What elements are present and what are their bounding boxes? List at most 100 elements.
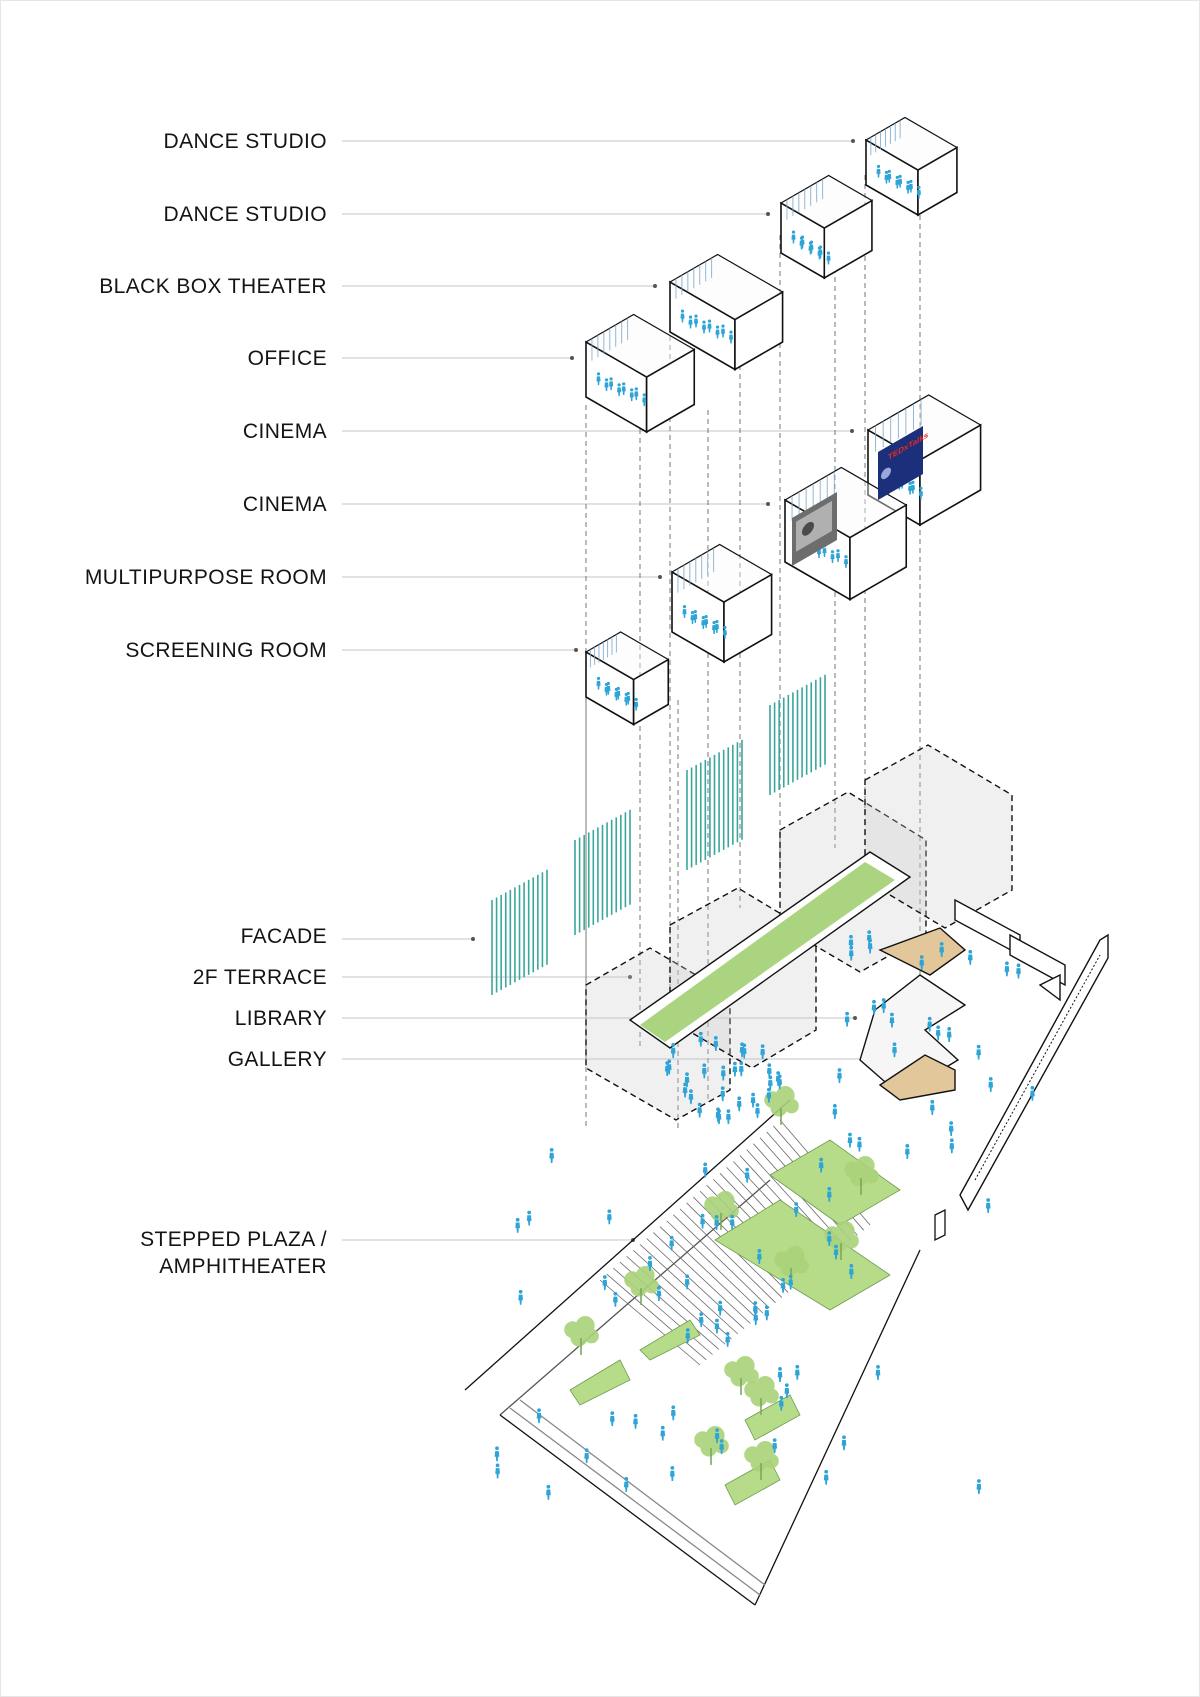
label-office: OFFICE bbox=[247, 347, 327, 370]
person-figure bbox=[526, 1210, 532, 1226]
person-figure bbox=[702, 1162, 708, 1178]
label-cinema-lower: CINEMA bbox=[242, 493, 327, 516]
room-dance-studio-top bbox=[864, 116, 959, 217]
label-cinema-upper: CINEMA bbox=[242, 420, 327, 443]
person-figure bbox=[518, 1289, 523, 1305]
person-figure bbox=[946, 1026, 952, 1042]
tree-icon bbox=[563, 1315, 600, 1356]
cinema-screen-upper: TEDxTalks bbox=[878, 426, 928, 500]
person-figure bbox=[623, 1476, 629, 1492]
label-facade: FACADE bbox=[240, 925, 327, 948]
person-figure bbox=[656, 1285, 662, 1301]
person-figure bbox=[720, 1086, 726, 1102]
room-dance-studio-second bbox=[779, 174, 874, 280]
person-figure bbox=[602, 1275, 608, 1291]
person-figure bbox=[967, 949, 973, 965]
stepped-plaza bbox=[464, 1099, 946, 1606]
person-figure bbox=[948, 1121, 954, 1137]
person-figure bbox=[546, 1484, 551, 1500]
terrace-2f bbox=[628, 851, 912, 1049]
person-figure bbox=[935, 1025, 941, 1041]
person-figure bbox=[985, 1198, 991, 1214]
room-volumes bbox=[584, 116, 982, 726]
gallery-walls bbox=[859, 898, 1066, 1101]
person-figure bbox=[698, 1312, 704, 1328]
room-screening bbox=[584, 631, 670, 726]
person-figure bbox=[777, 1367, 783, 1383]
person-figure bbox=[949, 1138, 955, 1154]
label-2f-terrace: 2F TERRACE bbox=[192, 966, 327, 989]
person-figure bbox=[857, 1136, 862, 1152]
person-figure bbox=[844, 1011, 850, 1027]
label-stepped-plaza-line2: AMPHITHEATER bbox=[159, 1255, 327, 1278]
person-figure bbox=[752, 1301, 758, 1317]
label-dance-studio-top: DANCE STUDIO bbox=[163, 130, 327, 153]
person-figure bbox=[738, 1061, 744, 1077]
person-figure bbox=[607, 1209, 612, 1225]
person-figure bbox=[732, 1061, 738, 1077]
person-figure bbox=[714, 1318, 720, 1334]
person-figure bbox=[729, 1214, 735, 1230]
tree-icon bbox=[623, 1265, 660, 1306]
person-figure bbox=[1016, 963, 1021, 979]
cinema-screen-lower bbox=[792, 492, 837, 566]
tree-icon bbox=[693, 1425, 730, 1466]
person-figure bbox=[536, 1408, 542, 1424]
person-figure bbox=[988, 1077, 994, 1093]
person-figure bbox=[841, 1435, 847, 1451]
person-figure bbox=[1004, 961, 1010, 977]
person-figure bbox=[750, 1092, 756, 1108]
person-figure bbox=[717, 1300, 723, 1316]
person-figure bbox=[515, 1217, 521, 1233]
person-figure bbox=[780, 1277, 786, 1293]
person-figure bbox=[927, 1016, 933, 1032]
person-figure bbox=[976, 1044, 981, 1060]
person-figure bbox=[495, 1463, 500, 1479]
person-figure bbox=[684, 1274, 690, 1290]
person-figure bbox=[764, 1305, 770, 1321]
person-figure bbox=[875, 1365, 881, 1381]
person-figure bbox=[929, 1099, 935, 1115]
person-figure bbox=[755, 1103, 760, 1119]
person-figure bbox=[832, 1103, 838, 1119]
person-figure bbox=[847, 1132, 853, 1148]
person-figure bbox=[794, 1364, 800, 1380]
person-figure bbox=[660, 1425, 666, 1441]
label-black-box-theater: BLACK BOX THEATER bbox=[99, 275, 327, 298]
label-library: LIBRARY bbox=[234, 1007, 327, 1030]
person-figure bbox=[725, 1331, 730, 1347]
person-figure bbox=[976, 1479, 982, 1495]
person-figure bbox=[613, 1291, 618, 1307]
person-figure bbox=[823, 1469, 829, 1485]
person-figure bbox=[670, 1466, 675, 1482]
person-figure bbox=[670, 1405, 676, 1421]
person-figure bbox=[633, 1413, 638, 1429]
building-edge-right bbox=[959, 933, 1109, 1212]
person-figure bbox=[609, 1411, 615, 1427]
person-figure bbox=[736, 1096, 742, 1112]
facade-fins bbox=[491, 674, 826, 995]
person-figure bbox=[549, 1148, 555, 1164]
person-figure bbox=[744, 1167, 750, 1183]
person-figure bbox=[726, 1109, 731, 1125]
leader-lines bbox=[342, 140, 873, 1241]
room-multipurpose bbox=[670, 543, 773, 664]
label-multipurpose-room: MULTIPURPOSE ROOM bbox=[84, 566, 327, 589]
person-figure bbox=[753, 1310, 759, 1326]
label-screening-room: SCREENING ROOM bbox=[125, 639, 327, 662]
person-figure bbox=[904, 1143, 910, 1159]
label-stepped-plaza: STEPPED PLAZA / AMPHITHEATER bbox=[140, 1226, 327, 1280]
label-stepped-plaza-line1: STEPPED PLAZA / bbox=[140, 1228, 327, 1251]
plaza-planters bbox=[569, 1139, 901, 1506]
person-figure bbox=[697, 1102, 702, 1118]
label-dance-studio-second: DANCE STUDIO bbox=[163, 203, 327, 226]
person-figure bbox=[584, 1448, 589, 1464]
label-gallery: GALLERY bbox=[227, 1048, 327, 1071]
person-figure bbox=[494, 1446, 500, 1462]
person-figure bbox=[837, 1068, 842, 1084]
person-figure bbox=[700, 1213, 705, 1229]
room-office bbox=[584, 313, 696, 434]
person-figure bbox=[1030, 1085, 1035, 1101]
room-black-box-theater bbox=[668, 253, 784, 371]
